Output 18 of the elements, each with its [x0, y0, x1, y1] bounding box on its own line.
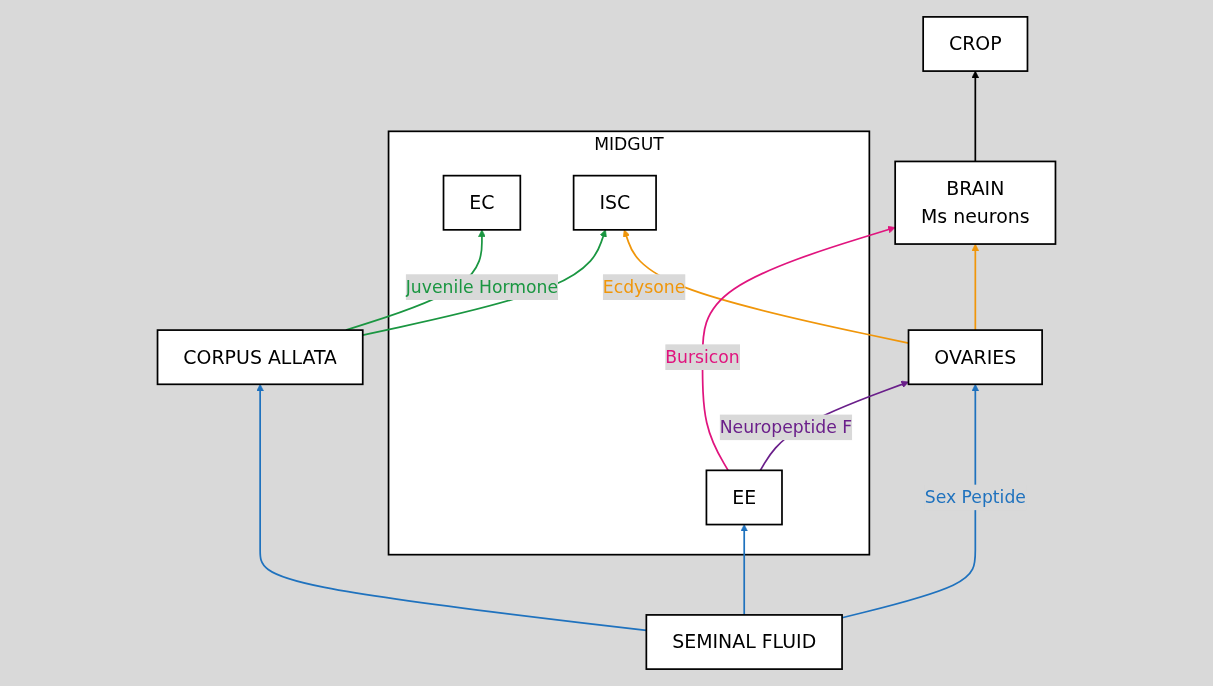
arrow — [841, 383, 980, 619]
arrow — [971, 243, 980, 331]
node-box: CROP — [922, 16, 1029, 72]
edge-label: Neuropeptide F — [719, 417, 853, 438]
node-box: CORPUS ALLATA — [156, 329, 364, 386]
edge-label: Ecdysone — [602, 276, 686, 298]
node-box: EE — [705, 469, 783, 526]
node-box: EC — [442, 174, 522, 231]
edge-label: Juvenile Hormone — [405, 276, 559, 298]
node-box: SEMINAL FLUID — [645, 614, 843, 670]
arrow — [971, 70, 980, 163]
edge-label: Bursicon — [665, 346, 740, 368]
node-box: OVARIES — [907, 329, 1043, 386]
node-box: BRAIN Ms neurons — [894, 160, 1057, 245]
node-box: ISC — [572, 174, 657, 231]
arrow — [740, 524, 748, 616]
edge-label: Sex Peptide — [924, 487, 1026, 508]
arrow — [701, 225, 896, 472]
